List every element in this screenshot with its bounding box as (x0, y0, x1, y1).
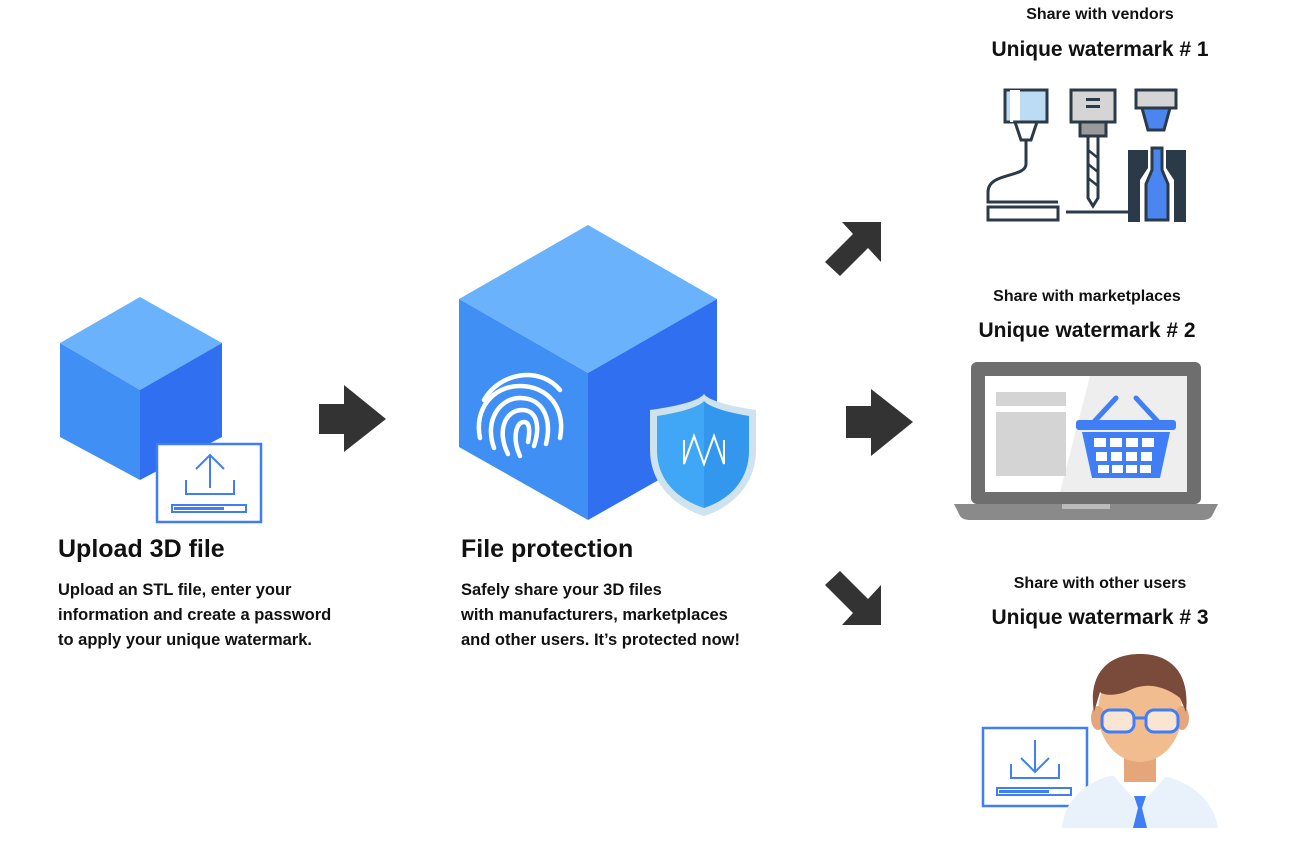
description-line: with manufacturers, marketplaces (461, 606, 728, 624)
description-line: Upload an STL file, enter your (58, 581, 292, 599)
description-line: and other users. It’s protected now! (461, 631, 741, 649)
watermark-shield-icon (650, 394, 756, 516)
step-description-protection: Safely share your 3D files with manufact… (461, 578, 841, 653)
fingerprint-icon (476, 372, 564, 459)
step-description-upload: Upload an STL file, enter your informati… (58, 578, 418, 653)
destination-title-vendors: Share with vendors (1026, 6, 1174, 23)
step-title-protection: File protection (461, 535, 634, 563)
description-line: to apply your unique watermark. (58, 631, 312, 649)
description-line: Safely share your 3D files (461, 581, 662, 599)
destination-title-marketplaces: Share with marketplaces (993, 288, 1181, 305)
description-line: information and create a password (58, 606, 332, 624)
watermark-label-3: Unique watermark # 3 (991, 606, 1209, 629)
watermark-label-2: Unique watermark # 2 (978, 319, 1196, 342)
watermark-label-1: Unique watermark # 1 (991, 38, 1209, 61)
destination-title-users: Share with other users (1013, 575, 1187, 592)
step-title-upload: Upload 3D file (58, 535, 225, 563)
